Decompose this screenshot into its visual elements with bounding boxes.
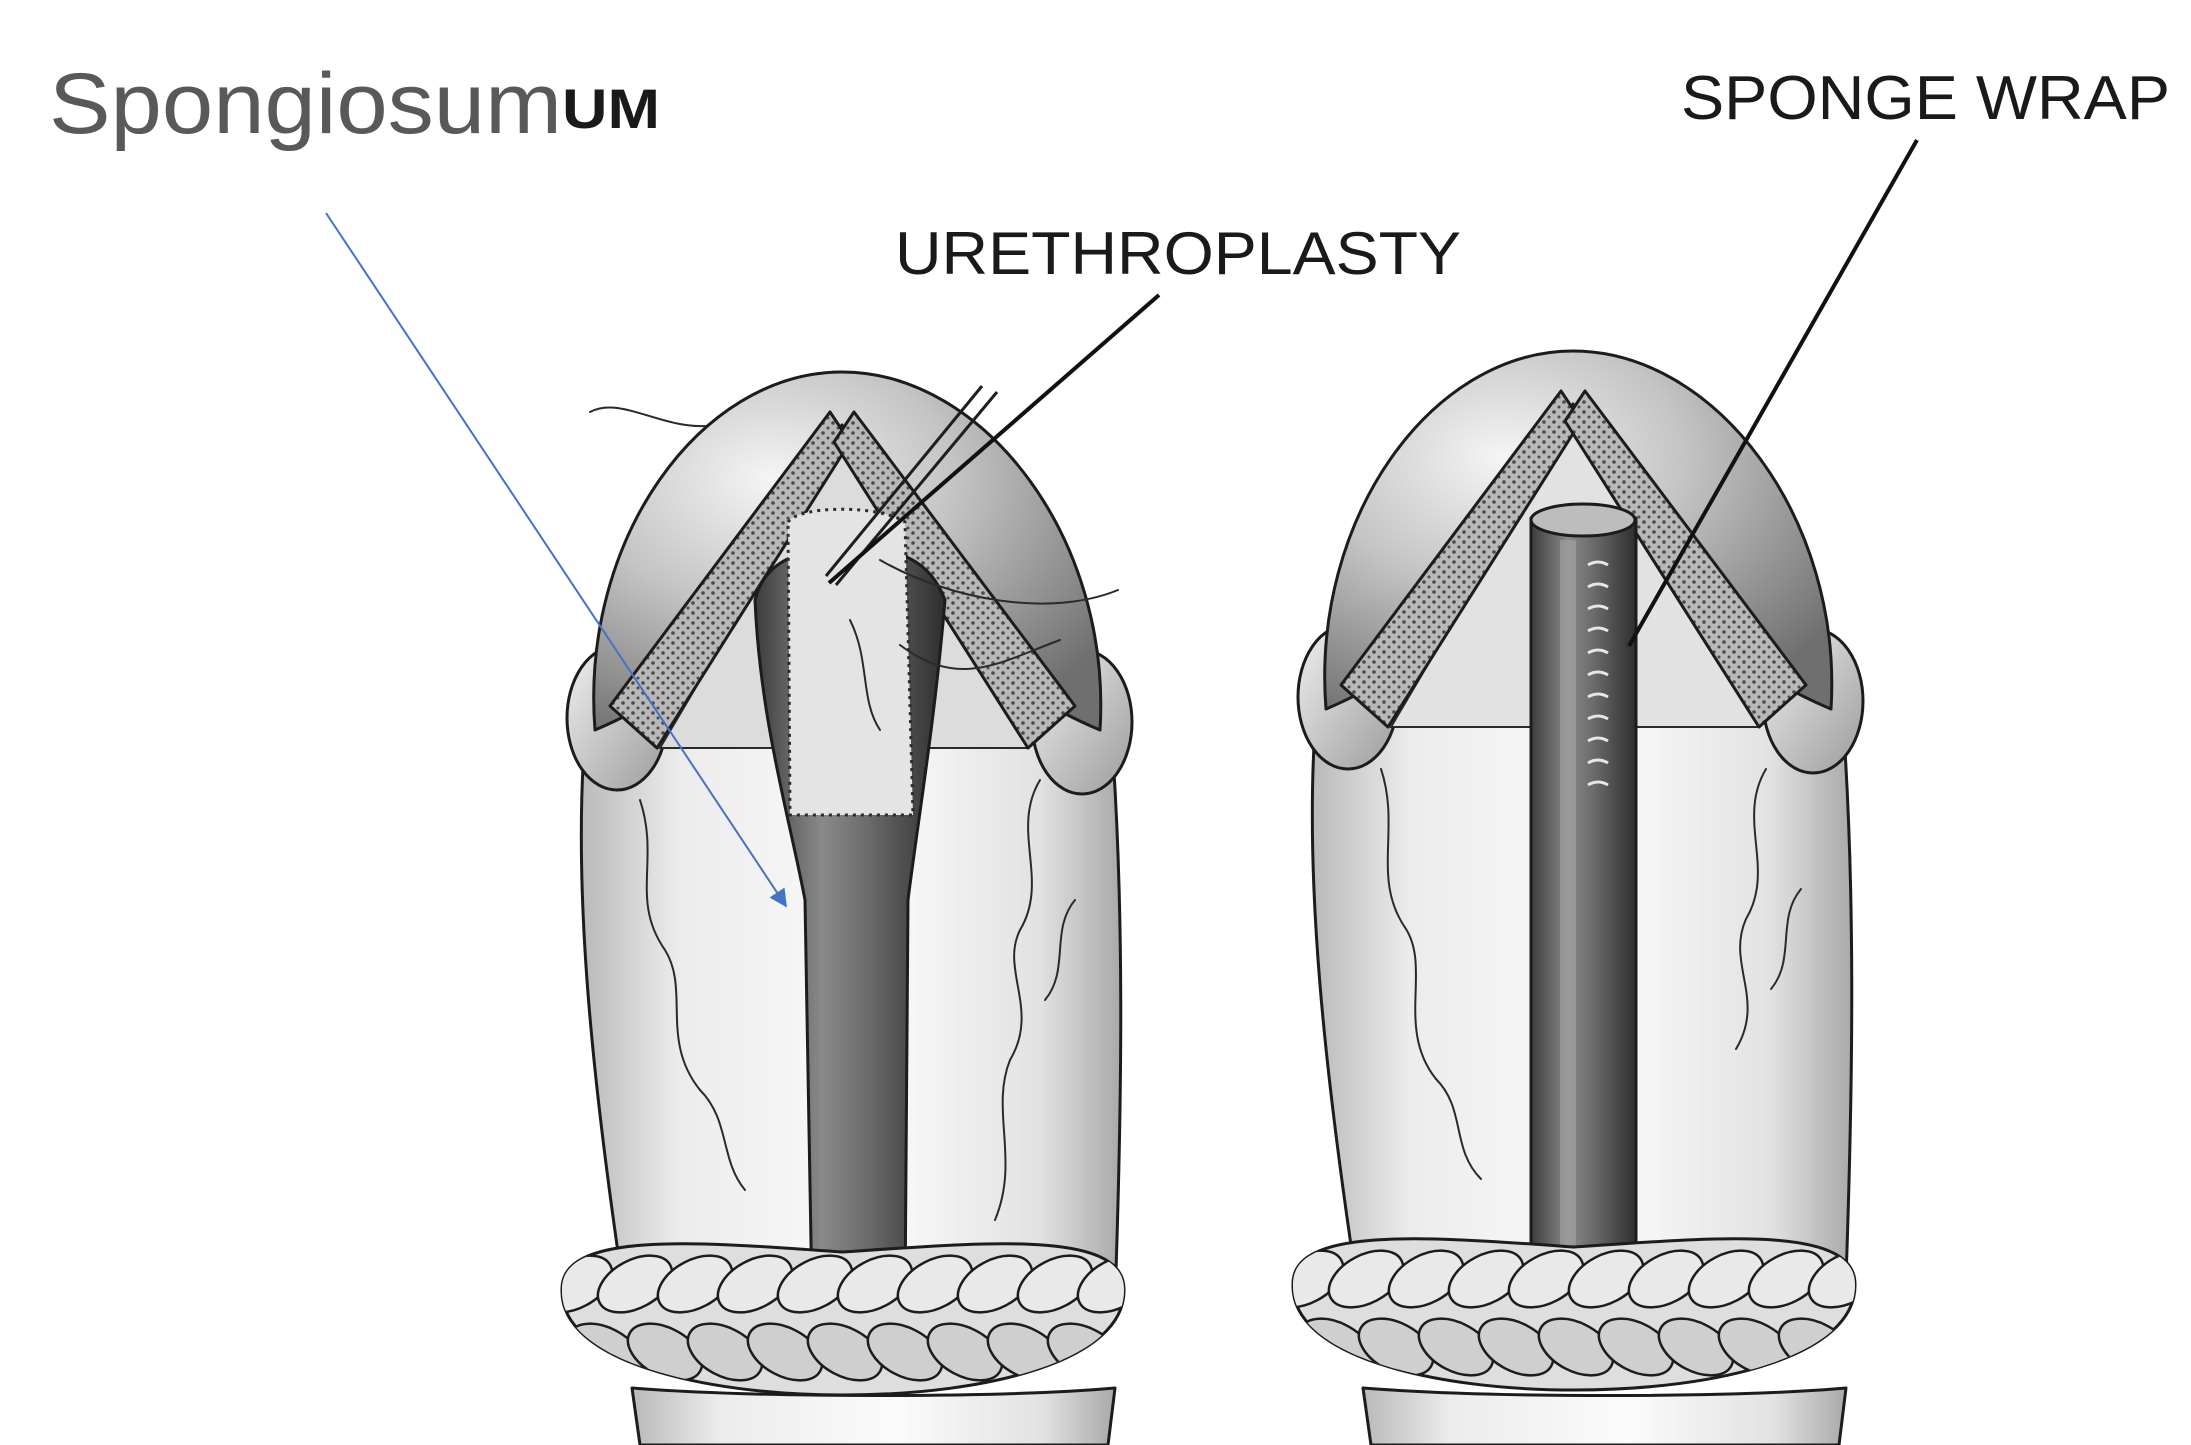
right-figure (1259, 351, 1922, 1445)
partial-printed-label: UM (562, 77, 660, 140)
left-tourniquet-rope (528, 1244, 1191, 1395)
right-tourniquet-rope (1259, 1239, 1922, 1390)
right-sponge-wrapped-urethra (1531, 518, 1636, 1280)
left-figure (528, 372, 1191, 1445)
left-shaft-base (632, 1388, 1115, 1445)
spongiosum-label: Spongiosum (49, 56, 562, 152)
right-urethra-meatus (1531, 504, 1635, 536)
suture-thread (590, 408, 705, 427)
left-urethroplasty-graft (788, 509, 913, 815)
right-urethra-highlight (1560, 540, 1576, 1280)
sponge-wrap-label: SPONGE WRAP (1681, 64, 2170, 133)
right-shaft-base (1363, 1388, 1846, 1445)
urethroplasty-label: URETHROPLASTY (895, 220, 1461, 287)
